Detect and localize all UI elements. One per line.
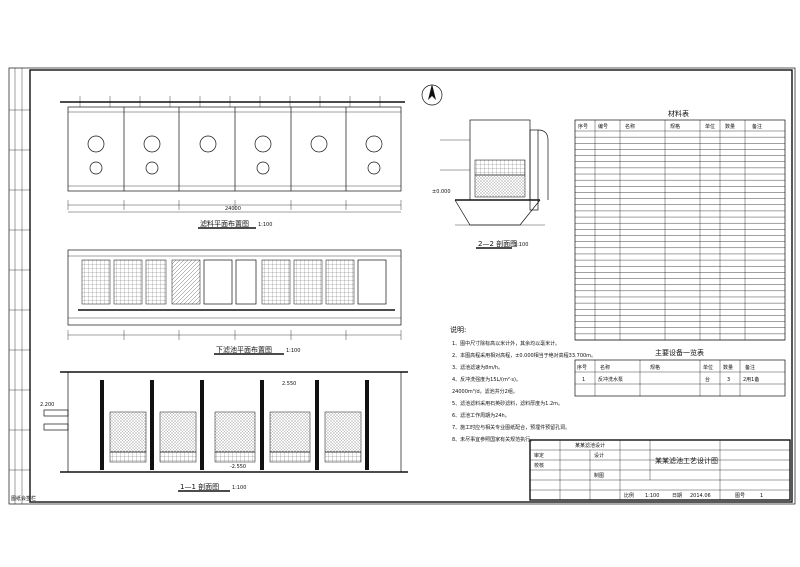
note-line-2: 2、本图高程采用相对高程，±0.000相当于绝对高程33.700m。 [452, 352, 596, 359]
scale-value: 1:100 [645, 493, 659, 499]
note-line-6: 5、滤池滤料采用石英砂滤料，滤料厚度为1.2m。 [452, 400, 563, 407]
date-label: 日期 [672, 493, 682, 499]
sheet-label: 图号 [735, 493, 745, 499]
scale-label: 比例 [624, 492, 634, 499]
eq-cell-4: 台 [705, 376, 710, 383]
outer-border [8, 67, 796, 505]
elev-mid-2: -2.550 [230, 464, 246, 470]
mat-header-2: 编号 [598, 123, 608, 130]
drawing-title: 某某滤池工艺设计图 [655, 456, 718, 465]
drawer-label: 制图 [594, 472, 604, 479]
plan-top-scale: 1:100 [258, 222, 272, 228]
note-line-4: 4、反冲洗强度为15L/(m²·s)。 [452, 376, 521, 383]
notes-heading: 说明: [450, 325, 466, 334]
equipment-table: 主要设备一览表 序号 名称 规格 单位 数量 备注 1 反冲洗水泵 台 3 2用… [574, 348, 786, 397]
note-line-1: 1、图中尺寸除标高以米计外，其余均以毫米计。 [452, 340, 560, 347]
approver-label: 审定 [534, 452, 544, 459]
dim-total-top: 24000 [225, 206, 241, 212]
mat-header-3: 名称 [625, 123, 635, 130]
date-value: 2014.06 [690, 493, 711, 499]
eq-header-1: 序号 [577, 364, 587, 371]
title-block: 某某滤池设计 审定 校核 设计 制图 某某滤池工艺设计图 比例 1:100 日期… [529, 439, 791, 501]
note-line-3: 3、滤池滤速为8m/h。 [452, 364, 503, 371]
equipment-table-title: 主要设备一览表 [655, 348, 704, 357]
plan-top-view: 24000 滤料平面布置图 1:100 [60, 96, 405, 229]
project-name: 某某滤池设计 [575, 442, 605, 449]
eq-header-6: 备注 [745, 364, 755, 371]
eq-header-4: 单位 [703, 364, 713, 371]
section-1-1-view: 2.200 2.550 -2.550 1—1 剖面图 1:100 [40, 371, 408, 492]
eq-cell-5: 3 [727, 377, 730, 383]
plan-bottom-title: 下滤池平面布置图 [216, 345, 272, 354]
eq-header-3: 规格 [650, 364, 660, 371]
left-margin-strip: 图纸会签栏 [9, 68, 36, 504]
margin-label: 图纸会签栏 [11, 495, 36, 502]
materials-table-title: 材料表 [668, 109, 689, 118]
designer-label: 设计 [594, 452, 604, 459]
section-11-scale: 1:100 [232, 485, 246, 491]
eq-cell-2: 反冲洗水泵 [598, 376, 623, 383]
mat-header-1: 序号 [578, 123, 588, 130]
note-line-7: 6、滤池工作周期为24h。 [452, 412, 510, 419]
mat-header-4: 规格 [670, 123, 680, 130]
section-22-scale: 1:100 [514, 242, 528, 248]
plan-bottom-view: 下滤池平面布置图 1:100 [67, 249, 402, 355]
eq-header-5: 数量 [723, 364, 733, 371]
mat-header-5: 单位 [705, 123, 715, 130]
sheet-value: 1 [760, 493, 763, 499]
materials-table: 材料表 序号 编号 名称 规格 单位 数量 备注 [574, 109, 786, 341]
elev-mid-1: 2.550 [282, 381, 296, 387]
north-arrow-icon [421, 84, 443, 106]
elev-22-zero: ±0.000 [432, 189, 451, 195]
eq-cell-6: 2用1备 [743, 376, 759, 383]
mat-header-6: 数量 [725, 123, 735, 130]
mat-header-7: 备注 [752, 123, 762, 130]
note-line-5: 24000m³/d，滤池共分2组。 [452, 388, 518, 395]
section-2-2-view: ±0.000 2—2 剖面图 1:100 [432, 119, 549, 249]
plan-top-title: 滤料平面布置图 [200, 219, 249, 228]
section-22-title: 2—2 剖面图 [478, 239, 517, 248]
elev-left-1: 2.200 [40, 402, 54, 408]
eq-header-2: 名称 [600, 364, 610, 371]
notes-block: 说明: 1、图中尺寸除标高以米计外，其余均以毫米计。 2、本图高程采用相对高程，… [450, 325, 596, 443]
checker-label: 校核 [534, 462, 544, 469]
eq-cell-1: 1 [582, 377, 585, 383]
note-line-8: 7、施工时应与相关专业图纸配合，预埋件预留孔洞。 [452, 424, 570, 431]
plan-bottom-scale: 1:100 [286, 348, 300, 354]
section-11-title: 1—1 剖面图 [180, 482, 219, 491]
note-line-9: 8、未尽事宜参照国家有关规范执行。 [452, 436, 535, 443]
inner-border [29, 69, 793, 503]
